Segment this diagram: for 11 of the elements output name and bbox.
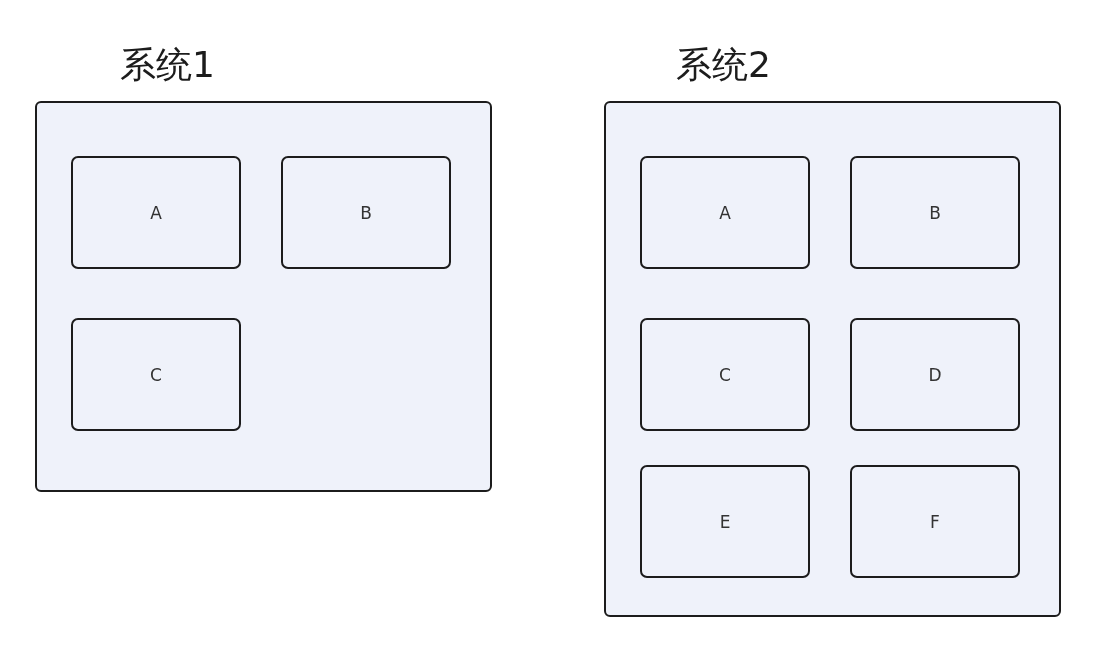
system-title: 系统1 (120, 45, 215, 85)
component-box: B (850, 156, 1020, 269)
component-box: D (850, 318, 1020, 431)
component-box: B (281, 156, 451, 269)
component-box: E (640, 465, 810, 578)
system-title: 系统2 (676, 45, 771, 85)
component-box: A (71, 156, 241, 269)
component-box: A (640, 156, 810, 269)
component-box: F (850, 465, 1020, 578)
component-box: C (71, 318, 241, 431)
component-box: C (640, 318, 810, 431)
